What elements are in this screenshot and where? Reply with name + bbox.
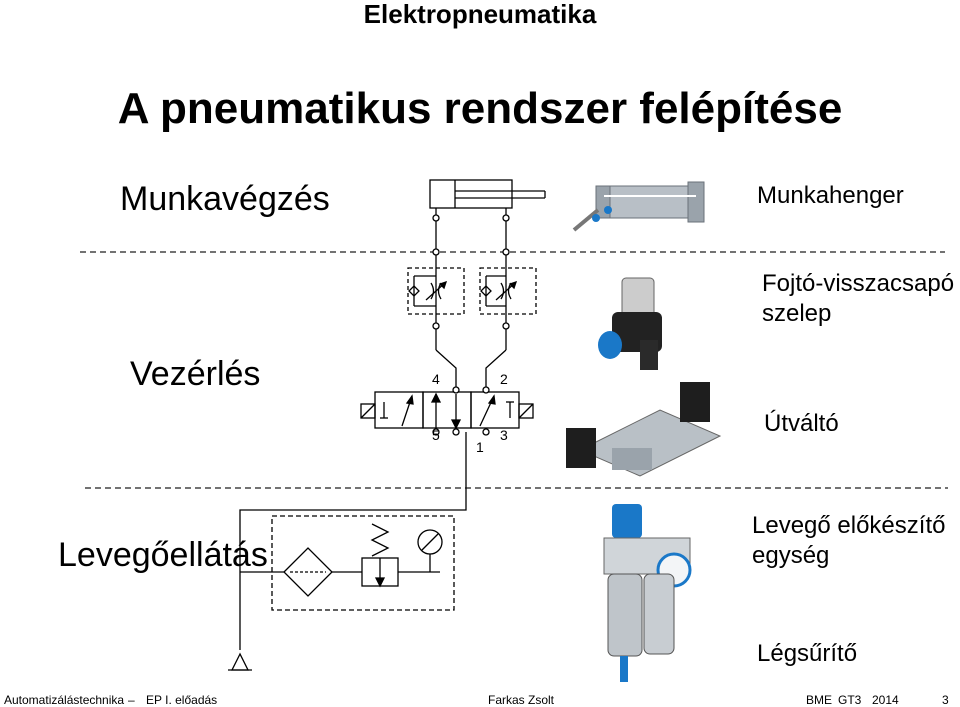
- label-cylinder: Munkahenger: [757, 182, 904, 209]
- footer-lecture: EP I. előadás: [146, 693, 218, 707]
- footer-org: BME: [806, 693, 833, 707]
- label-valve: Útváltó: [764, 410, 839, 437]
- label-throttle-line2: szelep: [762, 300, 832, 327]
- cylinder-symbol: [429, 179, 546, 268]
- footer-subject: Automatizálástechnika: [4, 693, 125, 707]
- throttle-valve-left: [407, 267, 465, 350]
- frl-photo: [603, 504, 692, 682]
- label-compressor: Légsűrítő: [757, 640, 858, 667]
- port-4: 4: [432, 371, 440, 387]
- directional-valve-symbol: [360, 386, 534, 436]
- port-3: 3: [500, 427, 508, 443]
- port-1: 1: [476, 439, 484, 455]
- throttle-valve-photo: [598, 277, 662, 370]
- course-header: Elektropneumatika: [363, 0, 597, 29]
- section-label-control: Vezérlés: [130, 355, 261, 393]
- valve-photo: [566, 382, 722, 477]
- frl-symbol: [240, 515, 455, 611]
- section-label-work: Munkavégzés: [120, 180, 330, 218]
- label-frl-line2: egység: [752, 542, 830, 569]
- slide-title: A pneumatikus rendszer felépítése: [117, 84, 843, 133]
- footer-page: 3: [942, 693, 949, 707]
- section-label-supply: Levegőellátás: [58, 536, 268, 574]
- cylinder-photo: [572, 181, 705, 232]
- footer-year: 2014: [872, 693, 899, 707]
- port-5: 5: [432, 427, 440, 443]
- port-2: 2: [500, 371, 508, 387]
- footer-author: Farkas Zsolt: [488, 693, 555, 707]
- footer-dash: –: [128, 693, 135, 707]
- label-throttle-line1: Fojtó-visszacsapó: [762, 270, 955, 297]
- footer-group: GT3: [838, 693, 862, 707]
- label-frl-line1: Levegő előkészítő: [752, 512, 946, 539]
- compressor-symbol: [228, 652, 252, 671]
- throttle-valve-right: [479, 267, 537, 350]
- schematic: [228, 179, 546, 671]
- footer: Automatizálástechnika – EP I. előadás Fa…: [0, 693, 960, 707]
